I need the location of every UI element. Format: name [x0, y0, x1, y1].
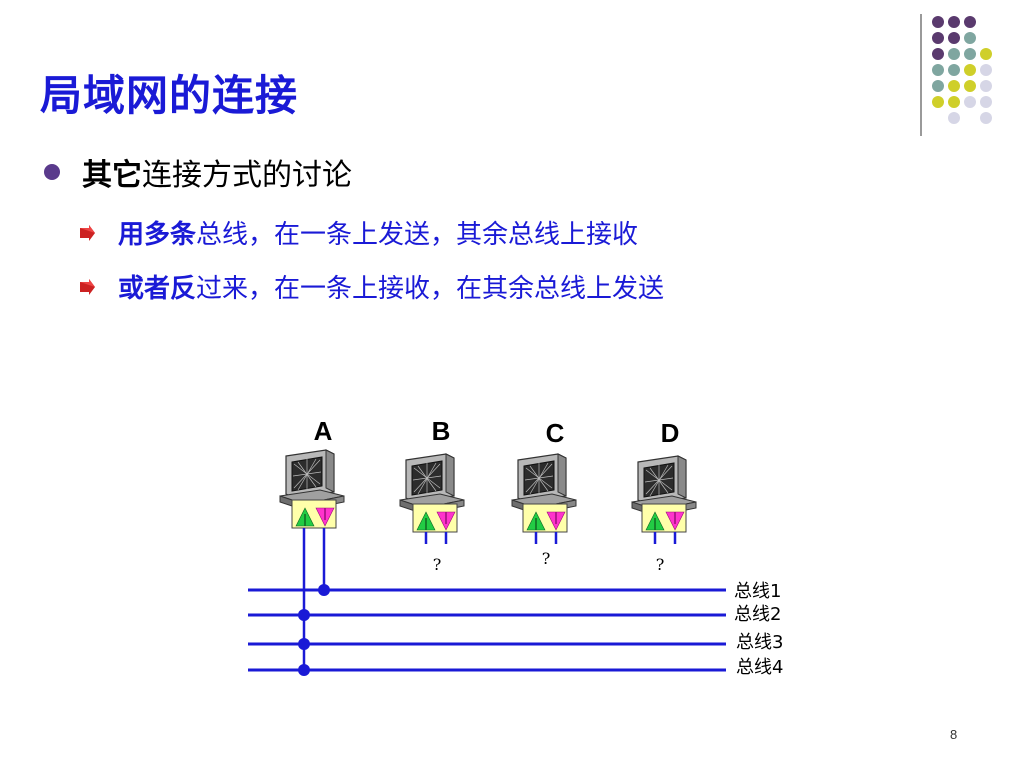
- bus-junctions: [298, 584, 330, 676]
- arrow-bullet-icon: [80, 278, 95, 295]
- bullet-bold-text: 其它: [82, 158, 142, 193]
- sub-bullet-text: 总线，在一条上发送，其余总线上接收: [196, 220, 639, 250]
- arrow-bullet-icon: [80, 224, 95, 241]
- bus-label-4: 总线4: [736, 657, 783, 678]
- nic-box-b: [412, 503, 458, 533]
- unknown-connection-b: ?: [433, 555, 442, 574]
- bus-label-1: 总线1: [734, 581, 781, 602]
- station-label-d: D: [661, 418, 680, 448]
- station-label-b: B: [432, 416, 451, 446]
- unknown-connection-c: ?: [542, 549, 551, 568]
- decorative-divider: [920, 14, 922, 136]
- nic-stubs: [424, 532, 677, 544]
- sub-bullet-text: 过来，在一条上接收，在其余总线上发送: [196, 274, 665, 304]
- sub-bullet-bold-text: 或者反: [118, 274, 197, 304]
- slide-title: 局域网的连接: [40, 71, 299, 120]
- nic-box-a: [291, 499, 337, 529]
- bus-label-3: 总线3: [736, 632, 783, 653]
- sub-bullet-item: 或者反过来，在一条上接收，在其余总线上发送: [78, 268, 664, 305]
- nic-box-d: [641, 503, 687, 533]
- sub-bullet-item: 用多条总线，在一条上发送，其余总线上接收: [78, 214, 638, 251]
- page-number: 8: [950, 727, 958, 742]
- unknown-connection-d: ?: [656, 555, 665, 574]
- station-label-a: A: [314, 416, 333, 446]
- circle-bullet-icon: [44, 164, 60, 180]
- sub-bullet-bold-text: 用多条: [118, 220, 197, 250]
- nic-box-c: [522, 503, 568, 533]
- station-label-c: C: [546, 418, 565, 448]
- bus-label-2: 总线2: [734, 604, 781, 625]
- bullet-text: 连接方式的讨论: [142, 158, 352, 193]
- bullet-item: 其它连接方式的讨论: [44, 150, 352, 194]
